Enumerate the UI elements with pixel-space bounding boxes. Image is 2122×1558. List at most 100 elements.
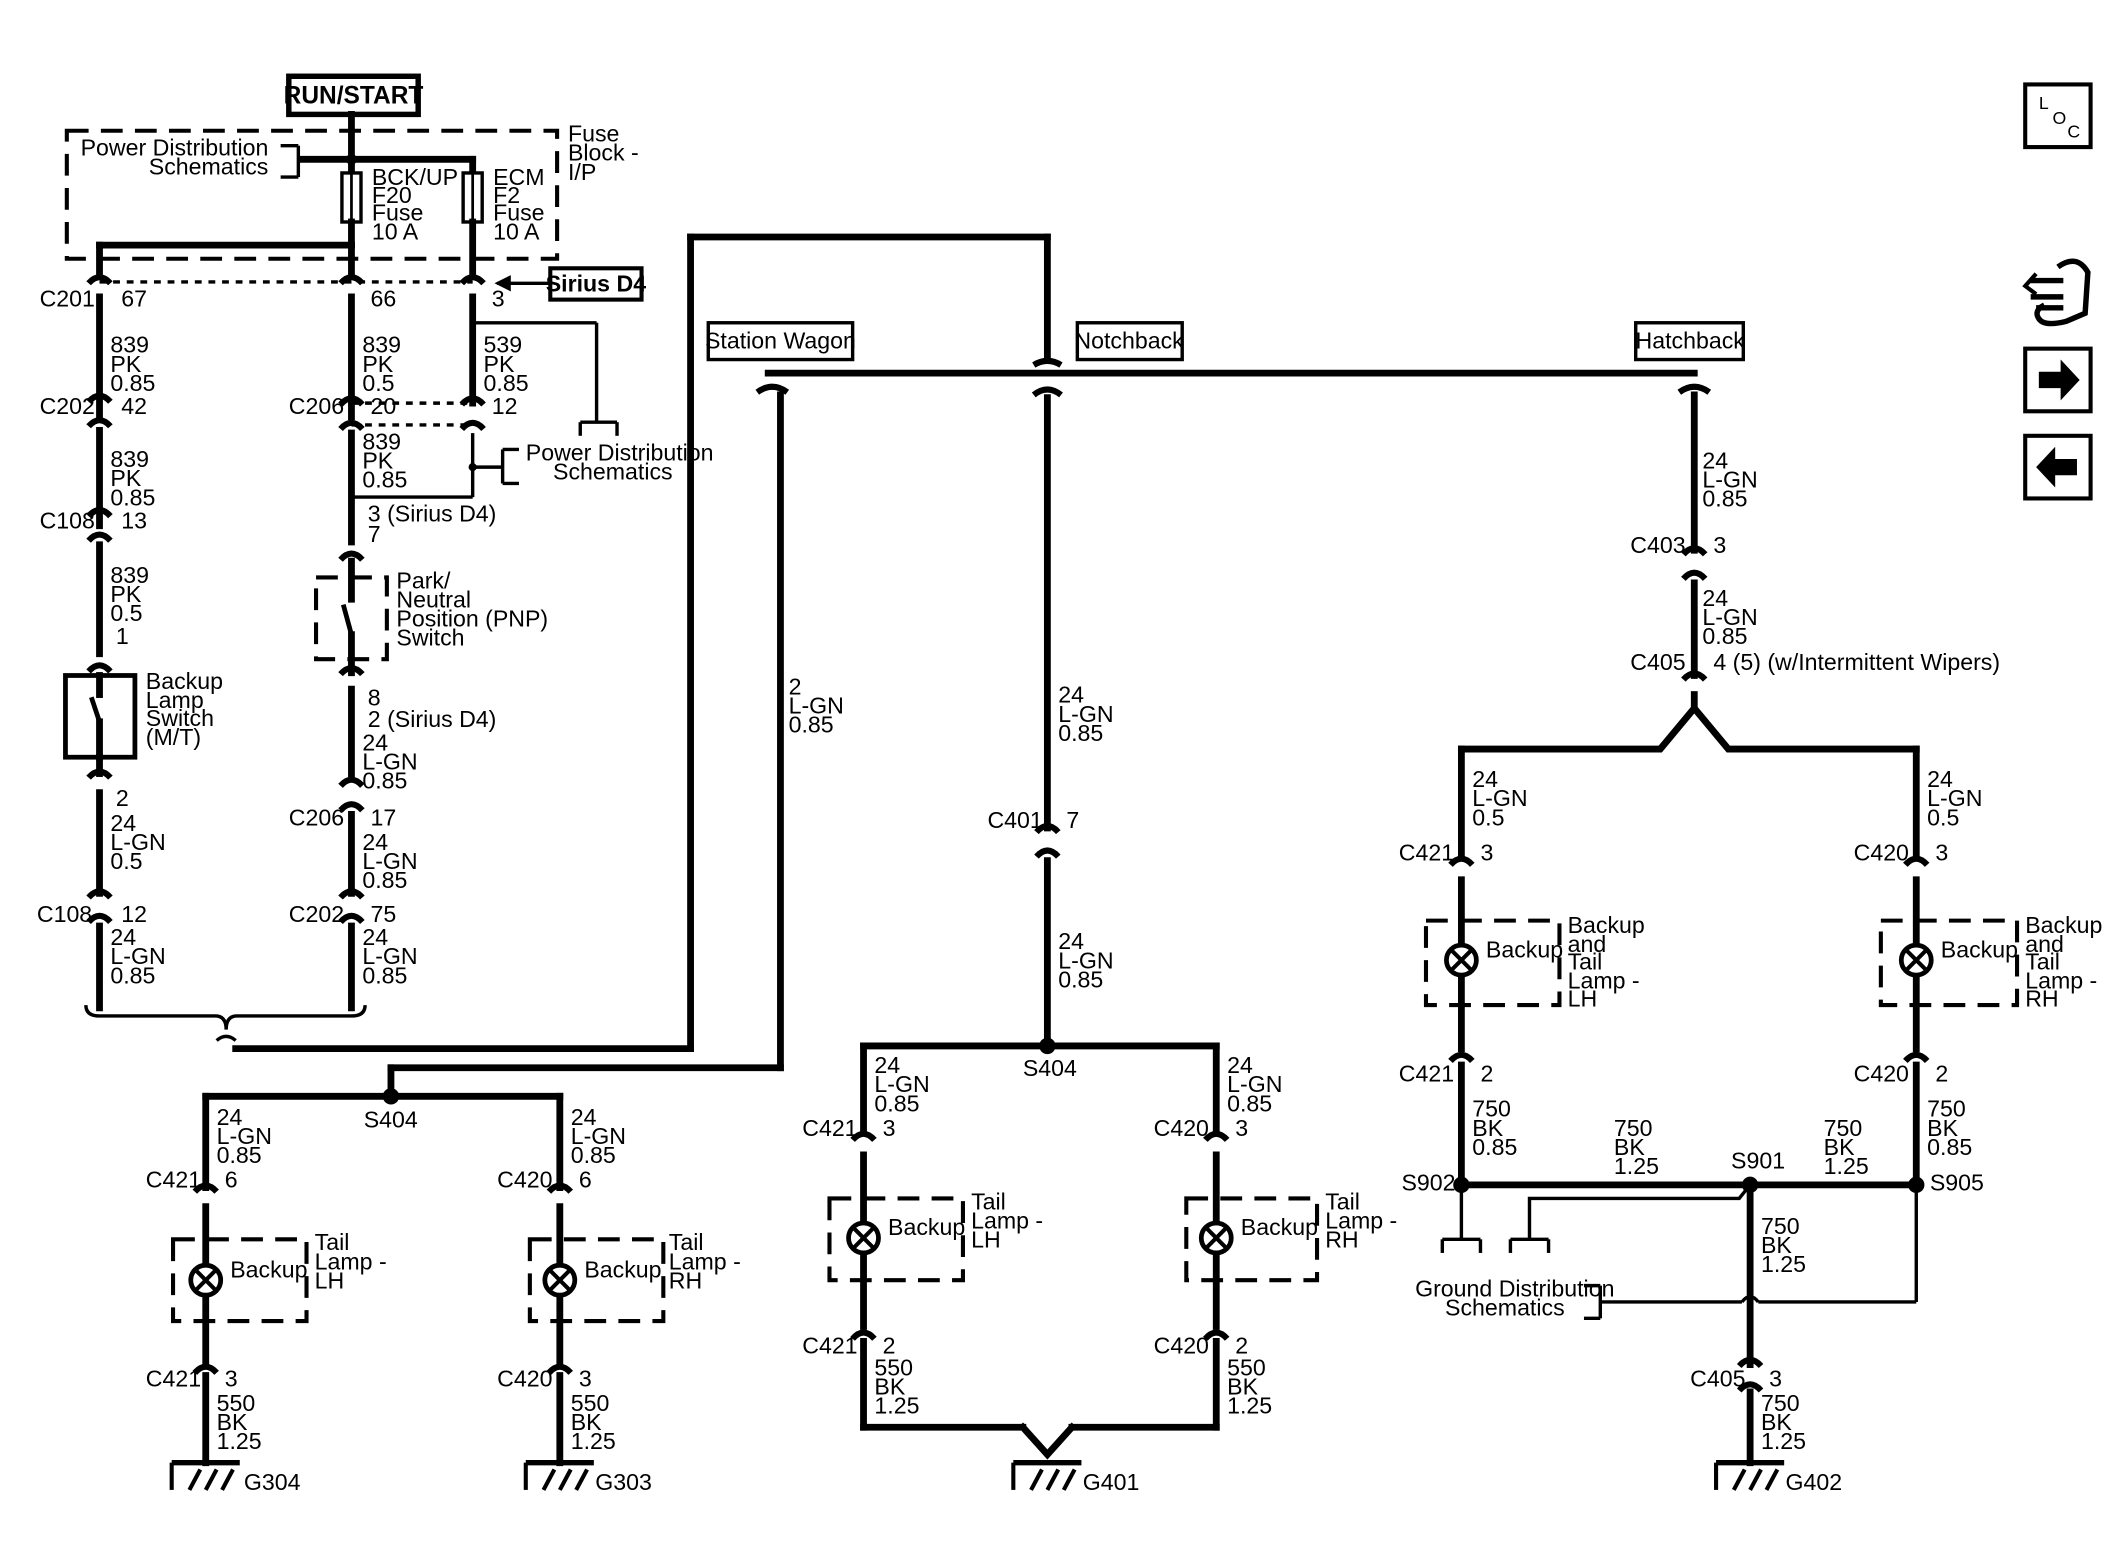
svg-text:BK: BK (1614, 1134, 1645, 1160)
ground-distribution-ref: Ground Distribution Schematics (1415, 1276, 1614, 1321)
svg-text:839: 839 (110, 562, 149, 588)
svg-text:0.85: 0.85 (1058, 966, 1103, 992)
svg-text:BK: BK (1761, 1232, 1792, 1258)
svg-text:0.5: 0.5 (110, 600, 142, 626)
svg-text:750: 750 (1614, 1115, 1653, 1141)
svg-text:ECM: ECM (493, 164, 544, 190)
svg-text:Switch: Switch (146, 705, 214, 731)
svg-text:6: 6 (579, 1167, 592, 1193)
svg-text:Backup: Backup (1486, 936, 1563, 962)
svg-text:0.85: 0.85 (571, 1142, 616, 1168)
connector-harness-icon[interactable] (2022, 258, 2091, 327)
svg-text:24: 24 (571, 1104, 597, 1130)
svg-text:Tail: Tail (1568, 949, 1603, 975)
backup-tail-lamp-lh-label: Backup and Tail Lamp - LH (1568, 912, 1645, 1012)
svg-text:3: 3 (1769, 1365, 1782, 1391)
power-distribution-ref-top: Power Distribution Schematics (81, 134, 269, 179)
forward-arrow-icon[interactable] (2023, 346, 2093, 414)
svg-text:Park/: Park/ (396, 567, 451, 593)
svg-text:24: 24 (1058, 682, 1084, 708)
fuse-ecm-label: ECM F2 Fuse 10 A (493, 164, 544, 244)
svg-text:Backup: Backup (888, 1214, 965, 1240)
svg-text:C: C (2067, 122, 2080, 142)
svg-text:24: 24 (1702, 585, 1728, 611)
svg-text:L-GN: L-GN (1058, 701, 1113, 727)
svg-text:750: 750 (1761, 1213, 1800, 1239)
svg-text:L-GN: L-GN (1702, 604, 1757, 630)
svg-text:3: 3 (883, 1115, 896, 1141)
svg-text:S902: S902 (1401, 1169, 1455, 1195)
svg-text:7: 7 (368, 521, 381, 547)
svg-text:Backup: Backup (230, 1256, 307, 1282)
svg-text:Lamp -: Lamp - (1325, 1207, 1397, 1233)
tail-lamp-lh-notch (827, 1196, 965, 1283)
svg-text:0.85: 0.85 (1227, 1090, 1272, 1116)
svg-text:0.85: 0.85 (362, 467, 407, 493)
svg-text:C206: C206 (289, 804, 344, 830)
svg-text:24: 24 (110, 810, 136, 836)
svg-text:1.25: 1.25 (217, 1428, 262, 1454)
backup-lamp-switch (63, 672, 138, 761)
svg-text:Power Distribution: Power Distribution (526, 439, 714, 465)
pnp-switch-label: Park/ Neutral Position (PNP) Switch (396, 567, 548, 650)
svg-text:LH: LH (971, 1226, 1001, 1252)
svg-text:0.5: 0.5 (1927, 804, 1959, 830)
svg-text:Backup: Backup (1941, 936, 2018, 962)
svg-text:Block -: Block - (568, 140, 639, 166)
svg-text:S901: S901 (1731, 1148, 1785, 1174)
svg-text:24: 24 (1058, 928, 1084, 954)
svg-text:LH: LH (1568, 985, 1598, 1011)
svg-text:L-GN: L-GN (1058, 947, 1113, 973)
svg-text:839: 839 (110, 446, 149, 472)
svg-text:0.5: 0.5 (110, 848, 142, 874)
svg-text:550: 550 (217, 1390, 256, 1416)
backup-tail-lamp-rh (1878, 918, 2020, 1008)
svg-text:24: 24 (874, 1052, 900, 1078)
svg-text:Power Distribution: Power Distribution (81, 134, 269, 160)
svg-text:Ground Distribution: Ground Distribution (1415, 1276, 1614, 1302)
svg-text:550: 550 (874, 1355, 913, 1381)
svg-text:Sirius D4: Sirius D4 (546, 270, 646, 296)
svg-text:Notchback: Notchback (1074, 328, 1184, 354)
svg-text:PK: PK (110, 465, 141, 491)
svg-text:2: 2 (883, 1333, 896, 1359)
svg-text:42: 42 (121, 393, 147, 419)
svg-text:Lamp -: Lamp - (971, 1207, 1043, 1233)
svg-text:1.25: 1.25 (874, 1393, 919, 1419)
c201-label: C201 (40, 285, 95, 311)
svg-text:12: 12 (492, 393, 518, 419)
g303-label: G303 (595, 1469, 652, 1495)
svg-text:C405: C405 (1690, 1365, 1745, 1391)
notchback-label: Notchback (1074, 321, 1184, 362)
svg-text:550: 550 (1227, 1355, 1266, 1381)
svg-text:L-GN: L-GN (362, 943, 417, 969)
sirius-d4-box: Sirius D4 (546, 266, 646, 302)
svg-text:3: 3 (1713, 532, 1726, 558)
svg-text:Lamp -: Lamp - (2025, 968, 2097, 994)
svg-text:0.5: 0.5 (1472, 804, 1504, 830)
svg-text:L-GN: L-GN (571, 1123, 626, 1149)
svg-text:1.25: 1.25 (1761, 1251, 1806, 1277)
svg-text:BK: BK (1824, 1134, 1855, 1160)
svg-text:1.25: 1.25 (1227, 1393, 1272, 1419)
svg-text:L-GN: L-GN (1227, 1071, 1282, 1097)
tail-lamp-lh-wagon (171, 1237, 309, 1324)
svg-text:PK: PK (362, 447, 393, 473)
svg-text:13: 13 (121, 507, 147, 533)
svg-text:24: 24 (1227, 1052, 1253, 1078)
svg-text:66: 66 (371, 285, 397, 311)
svg-text:0.85: 0.85 (789, 712, 834, 738)
svg-text:Backup: Backup (146, 668, 223, 694)
back-arrow-icon[interactable] (2023, 433, 2093, 501)
svg-text:Hatchback: Hatchback (1636, 328, 1746, 354)
svg-text:0.85: 0.85 (874, 1090, 919, 1116)
svg-text:C420: C420 (497, 1167, 552, 1193)
loc-icon[interactable]: L O C (2023, 82, 2093, 150)
svg-text:3: 3 (579, 1365, 592, 1391)
svg-text:C421: C421 (146, 1365, 201, 1391)
run-start-label: RUN/START (284, 83, 424, 110)
svg-text:L-GN: L-GN (110, 829, 165, 855)
s404-notch-label: S404 (1023, 1055, 1077, 1081)
svg-text:24: 24 (362, 924, 388, 950)
svg-text:0.85: 0.85 (362, 768, 407, 794)
